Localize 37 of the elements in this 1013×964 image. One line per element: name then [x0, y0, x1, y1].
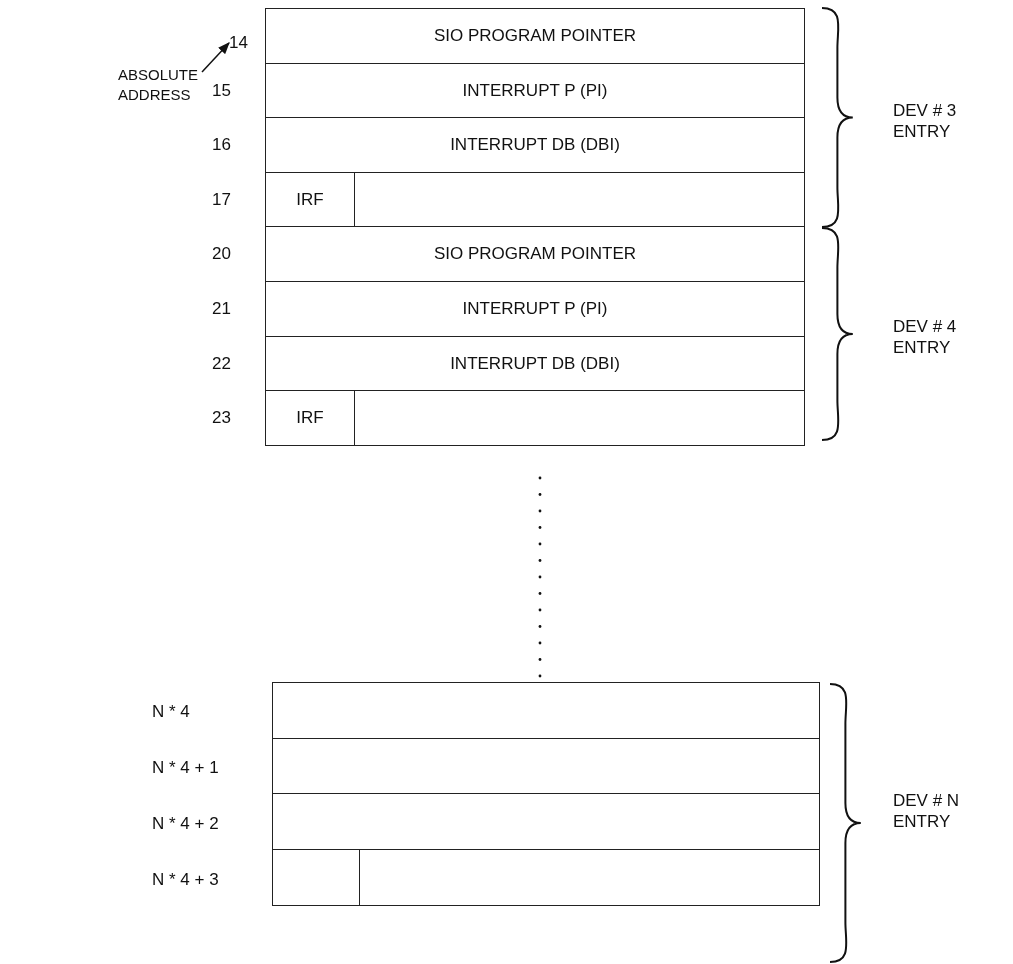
field-label: IRF: [296, 189, 324, 210]
memory-word-box: [265, 281, 805, 338]
empty-memory-word-box: [272, 848, 820, 906]
address-label: 20: [212, 244, 231, 265]
field-label: SIO PROGRAM POINTER: [433, 26, 637, 47]
address-label: 23: [212, 408, 231, 429]
memory-word-box: [265, 117, 805, 174]
address-label: N * 4 + 1: [152, 758, 219, 778]
entry-label: DEV # 4 ENTRY: [893, 316, 958, 358]
address-label: 15: [212, 80, 231, 101]
field-label: INTERRUPT P (PI): [462, 80, 608, 101]
empty-memory-word-box: [265, 390, 805, 447]
address-label: 16: [212, 135, 231, 156]
memory-word-box: [265, 226, 805, 283]
empty-memory-word-box: [272, 737, 820, 795]
field-label: INTERRUPT DB (DBI): [450, 353, 620, 374]
field-label: INTERRUPT P (PI): [462, 299, 608, 320]
field-label: IRF: [296, 408, 324, 429]
address-label: 21: [212, 299, 231, 319]
entry-label: DEV # N ENTRY: [893, 790, 961, 832]
memory-word-box: [265, 8, 805, 65]
memory-word-box: [265, 62, 805, 119]
address-label: N * 4 + 3: [152, 870, 219, 890]
field-label: 14: [229, 33, 248, 53]
address-label: 17: [212, 189, 231, 210]
entry-label: DEV # 3 ENTRY: [893, 100, 958, 142]
empty-memory-word-box: [272, 682, 820, 740]
memory-word-box: [265, 335, 805, 392]
empty-memory-word-box: [265, 171, 805, 228]
address-label: 22: [212, 353, 231, 374]
address-label: N * 4: [152, 702, 190, 722]
field-label: INTERRUPT DB (DBI): [450, 135, 620, 156]
callout-text: ABSOLUTE ADDRESS: [118, 65, 200, 105]
field-label: SIO PROGRAM POINTER: [433, 244, 637, 265]
address-label: N * 4 + 2: [152, 814, 219, 834]
empty-memory-word-box: [272, 793, 820, 851]
leader-arrow: [201, 42, 230, 73]
